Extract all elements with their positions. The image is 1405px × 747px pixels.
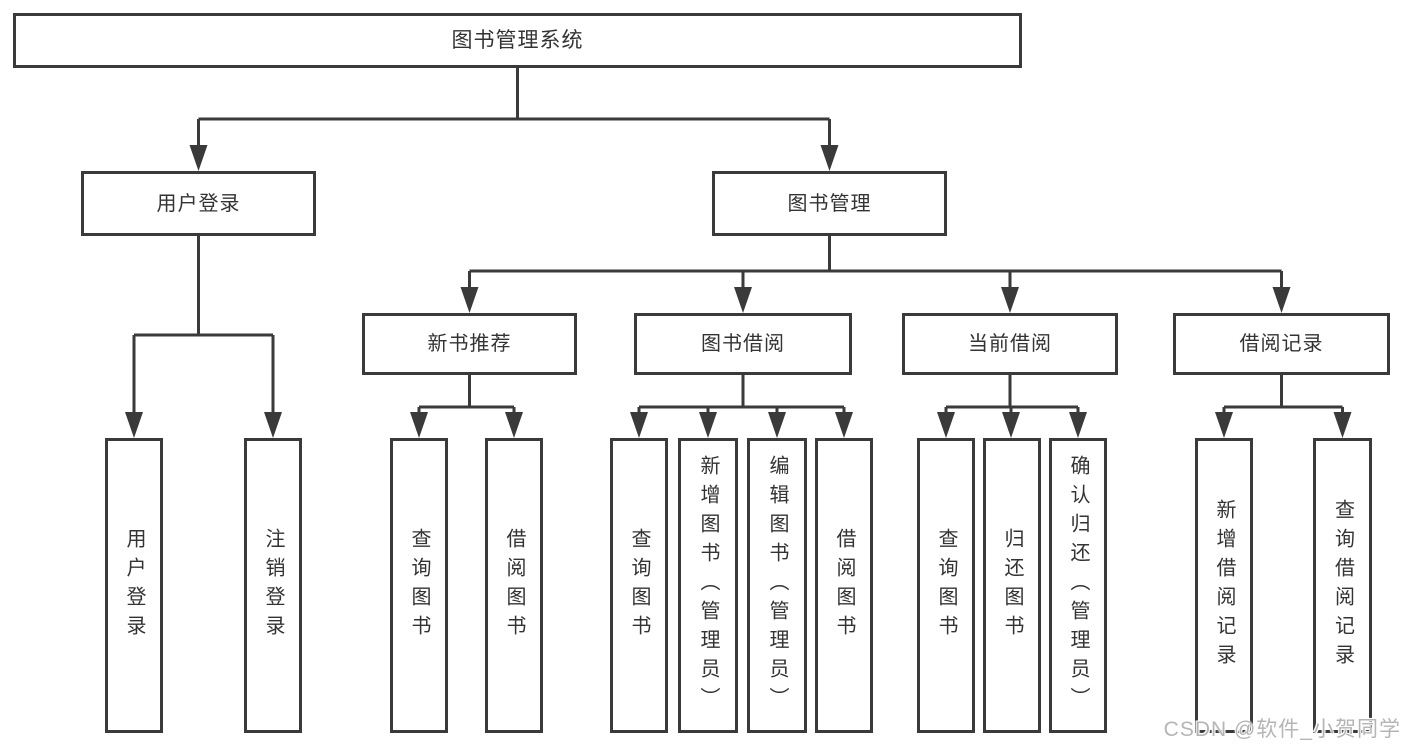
- edge-new-book-recommend-children: [410, 375, 523, 438]
- node-user-login: 用户登录: [81, 171, 316, 236]
- node-leaf-query-books-current: 查询图书: [917, 438, 975, 733]
- node-leaf-confirm-return-admin: 确认归还（管理员）: [1049, 438, 1107, 733]
- edge-root-to-level2: [189, 68, 839, 171]
- node-book-management: 图书管理: [712, 171, 947, 236]
- edge-book-management-children: [460, 236, 1291, 313]
- node-leaf-borrow-books-recommend: 借阅图书: [485, 438, 543, 733]
- node-new-book-recommend: 新书推荐: [362, 313, 577, 375]
- node-leaf-borrow-books-borrowing: 借阅图书: [815, 438, 873, 733]
- node-root: 图书管理系统: [13, 13, 1022, 68]
- node-leaf-query-borrow-record: 查询借阅记录: [1313, 438, 1372, 733]
- node-leaf-query-books-recommend: 查询图书: [390, 438, 448, 733]
- node-leaf-add-borrow-record: 新增借阅记录: [1195, 438, 1253, 733]
- node-leaf-logout: 注销登录: [244, 438, 302, 733]
- node-book-borrowing: 图书借阅: [634, 313, 852, 375]
- node-leaf-add-books-admin: 新增图书（管理员）: [678, 438, 738, 733]
- node-leaf-edit-books-admin: 编辑图书（管理员）: [747, 438, 807, 733]
- node-leaf-user-login: 用户登录: [105, 438, 163, 733]
- node-borrowing-records: 借阅记录: [1173, 313, 1390, 375]
- node-leaf-return-books: 归还图书: [983, 438, 1041, 733]
- edge-user-login-children: [125, 236, 282, 438]
- node-leaf-query-books-borrowing: 查询图书: [610, 438, 668, 733]
- edge-book-borrowing-children: [630, 375, 853, 438]
- node-current-borrowing: 当前借阅: [902, 313, 1118, 375]
- watermark: CSDN @软件_小贺同学: [1163, 718, 1401, 741]
- edge-borrowing-records-children: [1215, 375, 1352, 438]
- edge-current-borrowing-children: [937, 375, 1087, 438]
